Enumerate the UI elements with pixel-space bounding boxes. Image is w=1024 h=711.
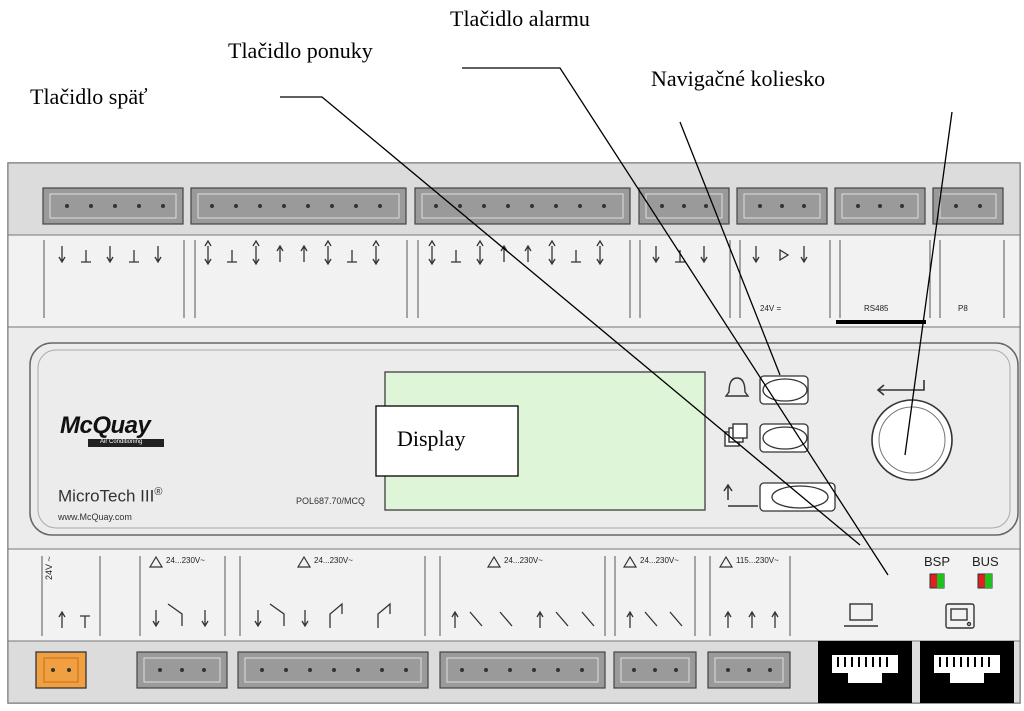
- back-arrow-icon: [723, 483, 758, 507]
- terminal-block: [190, 187, 407, 225]
- display-label: Display: [397, 426, 466, 451]
- laptop-icon: [844, 603, 878, 627]
- relay-voltage-label: 24...230V~: [166, 556, 205, 565]
- brand-underline: [88, 439, 164, 447]
- leader-menu: [462, 67, 889, 576]
- relay-voltage-label: 24...230V~: [640, 556, 679, 565]
- hmi-icon: [945, 603, 975, 629]
- rs485-label: RS485: [864, 304, 889, 313]
- brand-subtitle: Air Conditioning: [100, 439, 143, 445]
- brand-logo: McQuay: [60, 412, 151, 439]
- p8-label: P8: [958, 304, 968, 313]
- alarm-button-callout: Tlačidlo alarmu: [450, 6, 590, 31]
- relay-voltage-label: 24...230V~: [314, 556, 353, 565]
- enter-icon: [876, 380, 925, 396]
- power-24v-label: 24V ~: [44, 556, 54, 580]
- menu-button-callout: Tlačidlo ponuky: [228, 38, 373, 63]
- display-callout-box: [375, 405, 519, 477]
- rs485-underline: [836, 320, 926, 324]
- model-name: MicroTech III®: [58, 486, 163, 506]
- bsp-label: BSP: [924, 554, 951, 569]
- terminal-block: [414, 187, 631, 225]
- website: www.McQuay.com: [58, 512, 132, 522]
- relay-voltage-label: 115...230V~: [736, 556, 779, 565]
- leader-wheel: [904, 111, 953, 456]
- relay-voltage-label: 24...230V~: [504, 556, 543, 565]
- bus-label: BUS: [972, 554, 999, 569]
- nav-wheel-callout: Navigačné koliesko: [651, 66, 826, 91]
- front-panel-bezel: [29, 342, 1019, 536]
- navigation-wheel[interactable]: [871, 399, 953, 481]
- top-label-strip: [7, 234, 1021, 328]
- part-number: POL687.70/MCQ: [296, 496, 366, 506]
- leader-back: [280, 96, 861, 546]
- v24-label: 24V =: [760, 304, 782, 313]
- leader-alarm: [679, 121, 781, 376]
- bell-icon: [724, 377, 750, 397]
- terminal-block: [932, 187, 1004, 225]
- back-button-callout: Tlačidlo späť: [30, 84, 148, 109]
